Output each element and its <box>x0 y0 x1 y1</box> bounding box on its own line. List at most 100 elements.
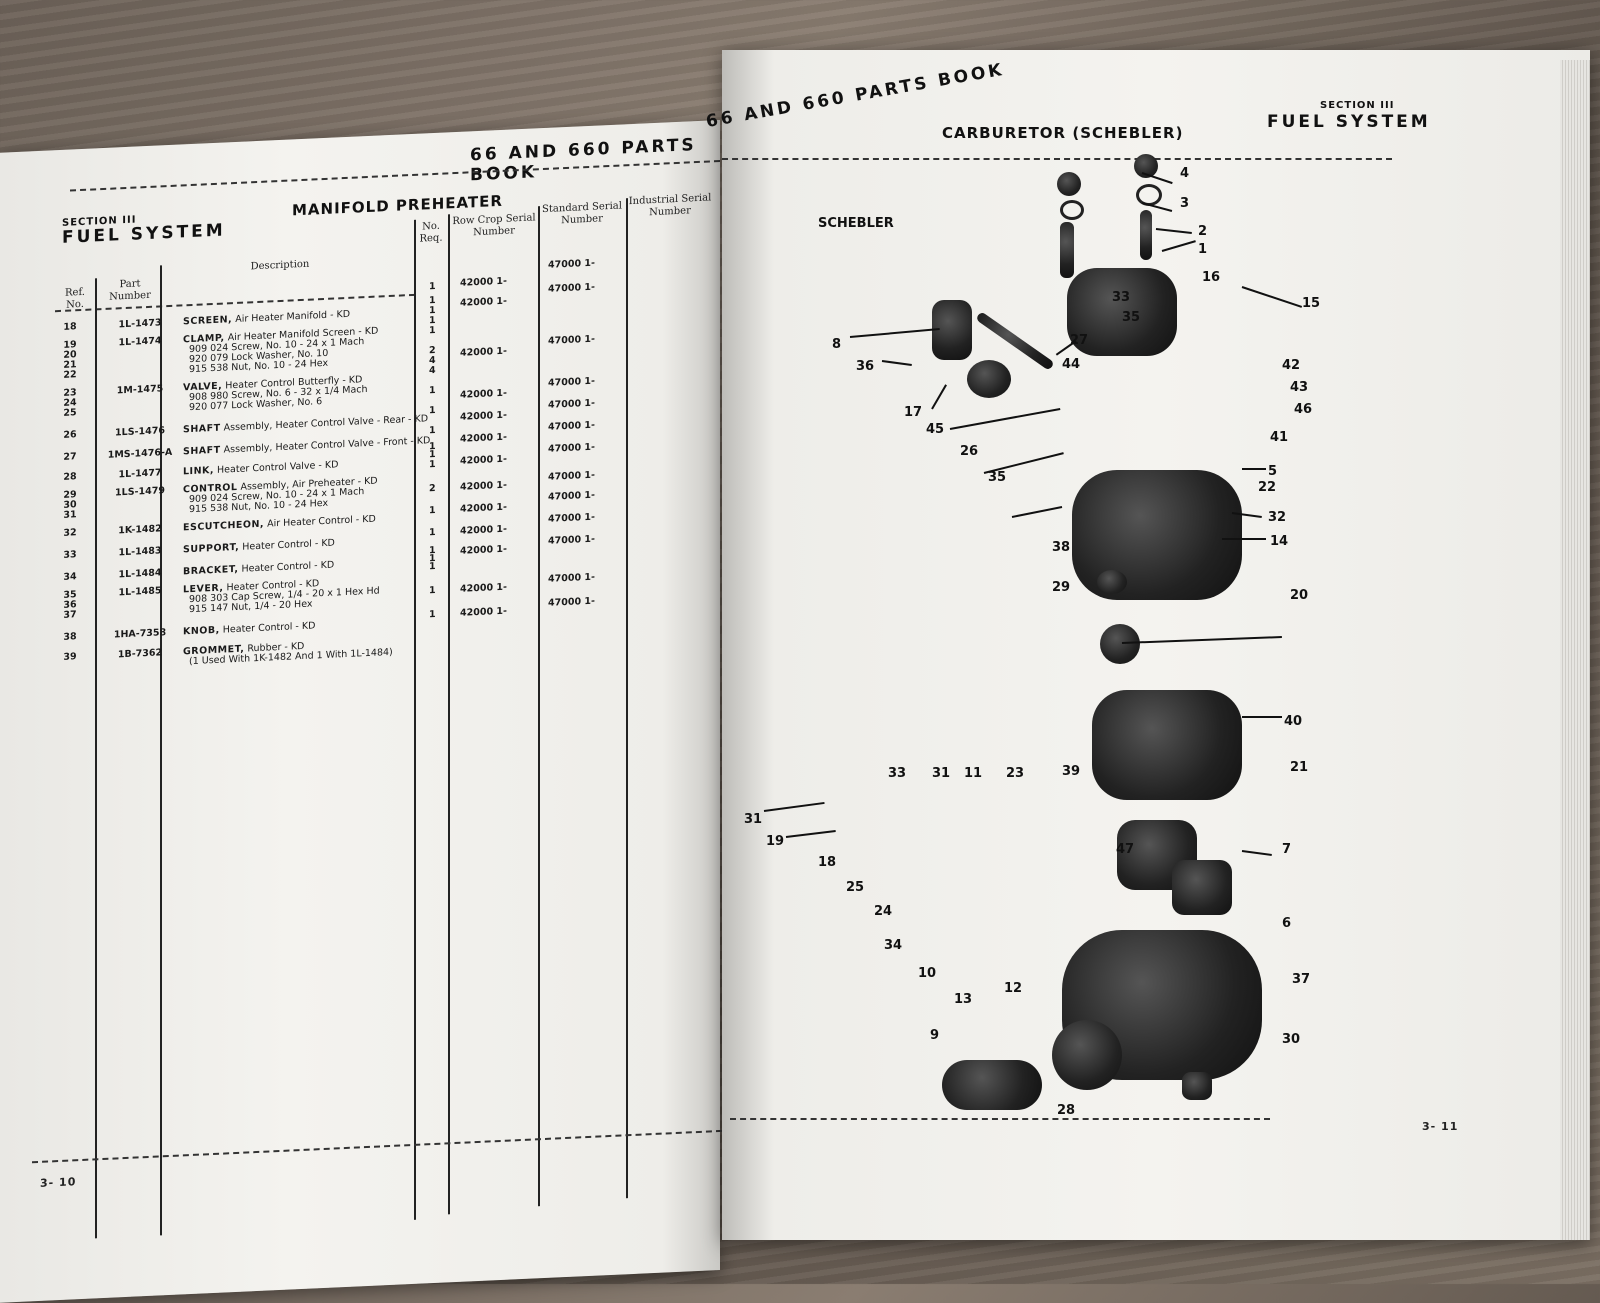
callout-label: 31 <box>744 812 763 827</box>
callout-label: 34 <box>884 938 903 953</box>
qty-required: 1 <box>429 584 436 597</box>
description: SHAFT Assembly, Heater Control Valve - F… <box>183 435 431 458</box>
footer-rule <box>32 1129 722 1164</box>
row-crop-serial: 42000 1- <box>460 543 507 557</box>
carburetor-part-illustration <box>1060 200 1084 220</box>
callout-label: 35 <box>1122 310 1141 325</box>
standard-serial: 47000 1- <box>548 375 595 389</box>
callout-label: 11 <box>964 766 983 781</box>
callout-label: 32 <box>1268 510 1287 525</box>
part-number: 1B-7362 <box>117 647 163 661</box>
callout-label: 39 <box>1062 764 1081 779</box>
callout-label: 46 <box>1294 402 1313 417</box>
carburetor-part-illustration <box>1100 624 1140 664</box>
section-label: SECTION III <box>1320 100 1395 111</box>
leader-line <box>1241 850 1273 856</box>
leader-line <box>849 328 941 338</box>
col-row-crop: Row Crop Serial Number <box>452 212 536 239</box>
callout-label: 1 <box>1198 242 1208 257</box>
part-number: 1L-1484 <box>118 567 162 581</box>
carburetor-part-illustration <box>942 1060 1042 1110</box>
callout-label: 47 <box>1116 842 1135 857</box>
callout-label: 43 <box>1290 380 1309 395</box>
part-number: 1M-1475 <box>116 383 164 397</box>
part-number: 1LS-1479 <box>115 485 165 499</box>
carburetor-part-illustration <box>1067 268 1177 356</box>
callout-label: 4 <box>1180 166 1190 181</box>
col-divider <box>160 265 162 1236</box>
leader-line <box>1121 636 1283 644</box>
standard-serial: 47000 1- <box>548 397 595 411</box>
row-crop-serial: 42000 1- <box>460 409 507 423</box>
leader-line <box>1161 240 1197 252</box>
row-crop-serial: 42000 1- <box>460 501 507 515</box>
leader-line <box>881 360 913 366</box>
standard-serial: 47000 1- <box>548 595 595 609</box>
description: SUPPORT, Heater Control - KD <box>183 537 335 556</box>
carburetor-part-illustration <box>1052 1020 1122 1090</box>
book-title: 66 AND 660 PARTS BOOK <box>704 59 1006 132</box>
callout-label: 16 <box>1202 270 1221 285</box>
part-number: 1K-1482 <box>118 523 162 537</box>
callout-label: 24 <box>874 904 893 919</box>
standard-serial: 47000 1- <box>548 489 595 503</box>
description: KNOB, Heater Control - KD <box>183 620 316 638</box>
carburetor-part-illustration <box>967 360 1011 398</box>
qty-required: 1 <box>429 504 436 517</box>
part-number: 1L-1473 <box>118 317 162 331</box>
part-number: 1L-1483 <box>118 545 162 559</box>
standard-serial: 47000 1- <box>548 257 595 271</box>
callout-label: 21 <box>1290 760 1309 775</box>
qty-required: 2 <box>429 482 436 495</box>
row-crop-serial: 42000 1- <box>460 275 507 289</box>
ref-no: 39 <box>63 651 77 663</box>
ref-no: 18 <box>63 321 77 333</box>
standard-serial: 47000 1- <box>548 571 595 585</box>
book-title: 66 AND 660 PARTS BOOK <box>470 135 697 186</box>
qty-required: 1 <box>429 280 436 293</box>
part-number: 1HA-7358 <box>113 627 167 641</box>
callout-label: 44 <box>1062 357 1081 372</box>
section-name: FUEL SYSTEM <box>1267 112 1431 132</box>
carburetor-part-illustration <box>1097 570 1127 594</box>
qty-required: 1 <box>429 608 436 621</box>
row-crop-serial: 42000 1- <box>460 431 507 445</box>
qty-required: 1 <box>429 560 436 573</box>
col-divider <box>95 278 97 1239</box>
ref-no: 38 <box>63 631 77 643</box>
leader-line <box>1222 538 1266 540</box>
callout-label: 33 <box>1112 290 1131 305</box>
ref-no: 25 <box>63 407 77 419</box>
callout-label: 42 <box>1282 358 1301 373</box>
carburetor-part-illustration <box>1136 184 1162 206</box>
qty-required: 1 <box>429 324 436 337</box>
callout-label: 37 <box>1292 972 1311 987</box>
leader-line <box>983 452 1065 474</box>
part-number <box>100 403 180 407</box>
page-edges <box>1560 60 1590 1240</box>
callout-label: 9 <box>930 1028 940 1043</box>
part-number <box>100 365 180 369</box>
part-number <box>100 355 180 359</box>
callout-label: 18 <box>818 855 837 870</box>
carburetor-part-illustration <box>1172 860 1232 915</box>
standard-serial: 47000 1- <box>548 419 595 433</box>
callout-label: 35 <box>988 470 1007 485</box>
callout-label: 10 <box>918 966 937 981</box>
part-number: 1L-1477 <box>118 467 162 481</box>
standard-serial: 47000 1- <box>548 469 595 483</box>
callout-label: 2 <box>1198 224 1208 239</box>
row-crop-serial: 42000 1- <box>460 523 507 537</box>
callout-label: 19 <box>766 834 785 849</box>
part-number: 1L-1474 <box>118 335 162 349</box>
callout-label: 7 <box>1282 842 1292 857</box>
standard-serial: 47000 1- <box>548 441 595 455</box>
callout-label: 26 <box>960 444 979 459</box>
qty-required: 1 <box>429 526 436 539</box>
part-number <box>100 605 180 609</box>
callout-label: 27 <box>1070 333 1089 348</box>
left-page: 66 AND 660 PARTS BOOK SECTION III FUEL S… <box>0 120 722 1303</box>
ref-no: 34 <box>63 571 77 583</box>
ref-no: 26 <box>63 429 77 441</box>
callout-label: 28 <box>1057 1103 1076 1118</box>
